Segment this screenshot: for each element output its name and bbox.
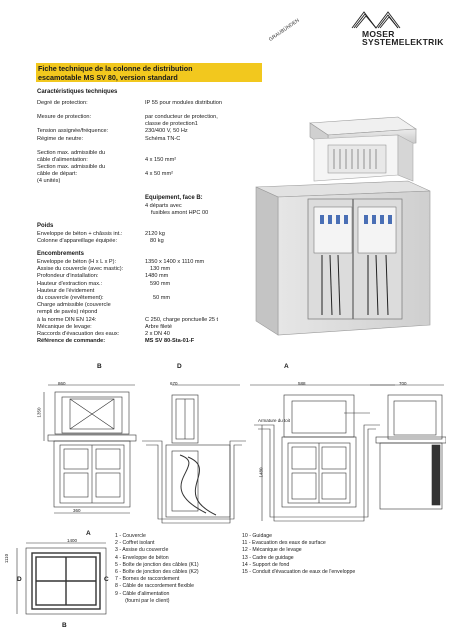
title-line-2: escamotable MS SV 80, version standard bbox=[38, 73, 178, 82]
characteristics-heading: Caractéristiques techniques bbox=[37, 89, 118, 95]
dimensions-table: Enveloppe de béton (H x L x P): 1350 x 14… bbox=[37, 259, 277, 345]
dim-1110: 1110 bbox=[4, 553, 10, 564]
view-label-b: B bbox=[97, 363, 102, 370]
dim-label: Hauteur d'extraction max.: bbox=[37, 280, 103, 287]
side-brand-text: GRAUBÜNDEN bbox=[268, 17, 301, 43]
armature-label: Armature du toit bbox=[258, 418, 291, 423]
dim-label: Profondeur d'installation: bbox=[37, 273, 99, 280]
equipment-line: 4 départs avec bbox=[145, 203, 182, 209]
order-ref-label: Référence de commande: bbox=[37, 338, 106, 345]
char-label: câble de départ: bbox=[37, 171, 78, 178]
char-label: Degré de protection: bbox=[37, 100, 88, 106]
legend-item: 3 - Assise du couvercle bbox=[115, 547, 169, 554]
dim-670: 670 bbox=[170, 381, 178, 386]
dim-1400: 1400 bbox=[67, 538, 78, 543]
view-label-d: D bbox=[177, 363, 182, 370]
dim-1350: 1350 bbox=[36, 407, 42, 418]
dim-label: à la norme DIN EN 124: bbox=[37, 316, 97, 323]
dim-label: Raccords d'évacuation des eaux: bbox=[37, 331, 120, 338]
char-value: Schéma TN-C bbox=[145, 135, 181, 142]
char-value: IP 55 pour modules distribution bbox=[145, 100, 223, 106]
legend-item: 14 - Support de fond bbox=[242, 561, 290, 568]
moser-logo bbox=[351, 11, 401, 29]
dim-860: 860 bbox=[58, 381, 66, 386]
legend-item: 12 - Mécanique de levage bbox=[242, 547, 302, 554]
brand-logo-text: MOSER SYSTEMELEKTRIK bbox=[362, 29, 444, 47]
plan-label-d: D bbox=[17, 576, 22, 583]
dim-1480: 1480 bbox=[258, 467, 264, 478]
dim-label: Mécanique de levage: bbox=[37, 323, 92, 330]
dim-value: 1480 mm bbox=[145, 273, 169, 280]
weight-value: 2120 kg bbox=[145, 231, 165, 237]
char-label: (4 unités) bbox=[37, 178, 61, 185]
dim-value: Arbre fileté bbox=[145, 323, 173, 330]
char-value: par conducteur de protection, bbox=[145, 114, 218, 120]
dim-value: 50 mm bbox=[153, 295, 171, 302]
char-label: câble d'alimentation: bbox=[37, 156, 88, 163]
dim-value: 130 mm bbox=[150, 266, 171, 273]
legend-item: 7 - Bornes de raccordement bbox=[115, 576, 180, 583]
dim-label: rempli de pavés) répond bbox=[37, 309, 98, 316]
plan-label-a: A bbox=[86, 530, 91, 537]
weight-value: 80 kg bbox=[150, 238, 164, 245]
plan-view-drawing bbox=[16, 542, 107, 615]
legend-item: 5 - Boîte de jonction des câbles (K1) bbox=[115, 561, 199, 568]
dim-588: 588 bbox=[298, 381, 306, 386]
dimensions-heading: Encombrements bbox=[37, 251, 85, 257]
dim-value: 2 x DN 40 bbox=[145, 331, 170, 338]
weight-label: Enveloppe de béton + châssis int.: bbox=[37, 231, 123, 237]
plan-label-b: B bbox=[62, 622, 67, 629]
characteristics-table: Degré de protection: IP 55 pour modules d… bbox=[37, 100, 267, 186]
char-label: Section max. admissible du bbox=[37, 164, 106, 171]
equipment-heading: Equipement, face B: bbox=[145, 195, 203, 201]
dim-label: Enveloppe de béton (H x L x P): bbox=[37, 259, 117, 265]
legend-item: 9 - Câble d'alimentation bbox=[115, 590, 170, 597]
legend-item: 8 - Câble de raccordement flexible bbox=[115, 583, 195, 590]
page-title: Fiche technique de la colonne de distrib… bbox=[38, 64, 268, 82]
legend-left: 1 - Couvercle 2 - Coffret isolant 3 - As… bbox=[115, 533, 245, 605]
dim-value: 590 mm bbox=[150, 280, 171, 287]
char-label: Régime de neutre: bbox=[37, 135, 84, 142]
char-label: Section max. admissible du bbox=[37, 149, 106, 156]
weight-table: Enveloppe de béton + châssis int.: 2120 k… bbox=[37, 231, 267, 245]
char-value: 4 x 150 mm² bbox=[145, 156, 177, 163]
dim-label: Charge admissible (couvercle bbox=[37, 302, 111, 309]
title-line-1: Fiche technique de la colonne de distrib… bbox=[38, 64, 193, 73]
dim-label: Assise du couvercle (avec mastic): bbox=[37, 266, 124, 273]
legend-item: 2 - Coffret isolant bbox=[115, 540, 155, 547]
legend-item: 13 - Cadre de guidage bbox=[242, 554, 294, 561]
view-label-a: A bbox=[284, 363, 289, 370]
equipment-block: Equipement, face B: 4 départs avec fusib… bbox=[145, 195, 208, 217]
legend-item: 15 - Conduit d'évacuation de eaux de l'e… bbox=[242, 569, 356, 576]
title-highlight bbox=[36, 63, 262, 82]
char-value: classe de protection1 bbox=[145, 121, 198, 128]
technical-drawing-views bbox=[43, 384, 446, 524]
weight-label: Colonne d'appareillage équipée: bbox=[37, 238, 118, 245]
char-value: 230/400 V, 50 Hz bbox=[145, 128, 188, 135]
order-ref-value: MS SV 80-Sta-01-F bbox=[145, 338, 195, 345]
weight-heading: Poids bbox=[37, 223, 54, 229]
legend-item: 4 - Enveloppe de béton bbox=[115, 554, 169, 561]
dim-360: 360 bbox=[73, 508, 81, 513]
char-value: 4 x 50 mm² bbox=[145, 171, 173, 178]
legend-item: 1 - Couvercle bbox=[115, 533, 146, 539]
legend-item: 6 - Boîte de jonction des câbles (K2) bbox=[115, 569, 199, 576]
dim-value: C 250, charge ponctuelle 25 t bbox=[145, 316, 219, 323]
equipment-line: fusibles amont HPC 00 bbox=[151, 210, 209, 217]
legend-right: 10 - Guidage 11 - Evacuation des eaux de… bbox=[242, 533, 452, 576]
dim-label: Hauteur de l'évidement bbox=[37, 287, 95, 294]
dim-700: 700 bbox=[399, 381, 407, 386]
dim-value: 1350 x 1400 x 1110 mm bbox=[145, 259, 205, 265]
legend-item: 11 - Evacuation des eaux de surface bbox=[242, 540, 326, 547]
plan-label-c: C bbox=[104, 576, 109, 583]
product-photo bbox=[255, 116, 431, 336]
char-label: Tension assignée/fréquence: bbox=[37, 128, 109, 135]
legend-item: (fourni par le client) bbox=[115, 597, 170, 604]
dim-label: du couvercle (revêtement): bbox=[37, 295, 104, 302]
legend-item: 10 - Guidage bbox=[242, 533, 272, 539]
char-label: Mesure de protection: bbox=[37, 114, 92, 120]
